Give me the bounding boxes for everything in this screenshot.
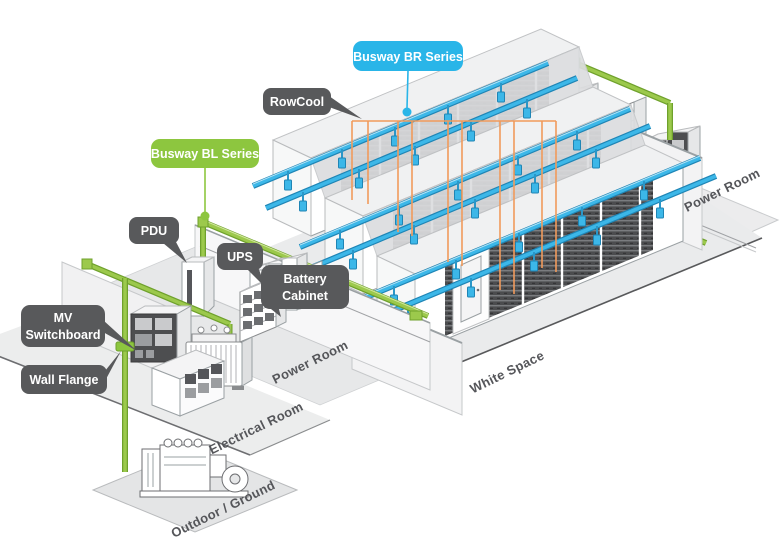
ups-badge-label: UPS	[227, 250, 253, 264]
rowcool-badge	[263, 88, 331, 115]
busway-br-badge	[353, 41, 463, 71]
callout-busway-bl: Busway BL Series	[151, 139, 259, 221]
electrical-room-front-edge	[0, 355, 251, 456]
busway-elbow	[81, 258, 93, 270]
battery-cabinet-badge-line2: Cabinet	[282, 289, 329, 303]
leader-pointer	[105, 351, 121, 381]
busway-bl-badge	[151, 139, 259, 168]
rowcool-badge-label: RowCool	[270, 95, 324, 109]
leader-line	[406, 70, 409, 109]
wall-flange-badge	[21, 365, 107, 394]
pdu-badge-label: PDU	[141, 224, 167, 238]
lv-switchboard	[150, 349, 226, 417]
wall-flange-badge-label: Wall Flange	[30, 373, 99, 387]
busway-bl-badge-label: Busway BL Series	[151, 147, 259, 161]
callouts: Busway BR Series RowCool Busway BL Serie…	[21, 41, 463, 394]
callout-battery-cabinet: Battery Cabinet	[261, 265, 349, 317]
battery-cabinet-badge	[261, 265, 349, 309]
mv-switchboard-badge-line1: MV	[54, 311, 73, 325]
electrical-room-side-edge	[249, 419, 331, 456]
ups-badge	[217, 243, 263, 270]
busway-br-rail	[298, 106, 632, 250]
busway-br-rail	[264, 75, 579, 211]
busway-bl-generator-riser	[115, 278, 135, 472]
generator	[139, 438, 249, 498]
pdu-badge	[129, 217, 179, 244]
callout-pdu: PDU	[129, 217, 187, 263]
leader-dot	[200, 211, 210, 221]
leader-dot	[402, 107, 412, 117]
mv-switchboard-cabinet	[129, 305, 193, 363]
rowcool-highlight-lines	[351, 120, 557, 294]
busway-br-badge-label: Busway BR Series	[353, 50, 463, 64]
busway-br-rail	[364, 173, 718, 325]
callout-mv-switchboard: MV Switchboard	[21, 305, 137, 351]
busway-end-connector	[409, 310, 423, 321]
callout-rowcool: RowCool	[263, 88, 362, 119]
busway-br-rails	[251, 60, 718, 325]
leader-pointer	[329, 96, 362, 119]
busway-br-rail	[311, 123, 652, 270]
leader-pointer	[163, 242, 187, 263]
battery-cabinet-badge-line1: Battery	[283, 272, 326, 286]
busway-br-rail	[350, 155, 702, 306]
mv-switchboard-badge	[21, 305, 105, 347]
callout-wall-flange: Wall Flange	[21, 351, 121, 394]
pdu-cabinet	[181, 256, 215, 318]
callout-busway-br: Busway BR Series	[353, 41, 463, 117]
busway-br-rail	[251, 60, 550, 189]
mv-switchboard-badge-line2: Switchboard	[25, 328, 100, 342]
leader-pointer	[103, 320, 137, 351]
